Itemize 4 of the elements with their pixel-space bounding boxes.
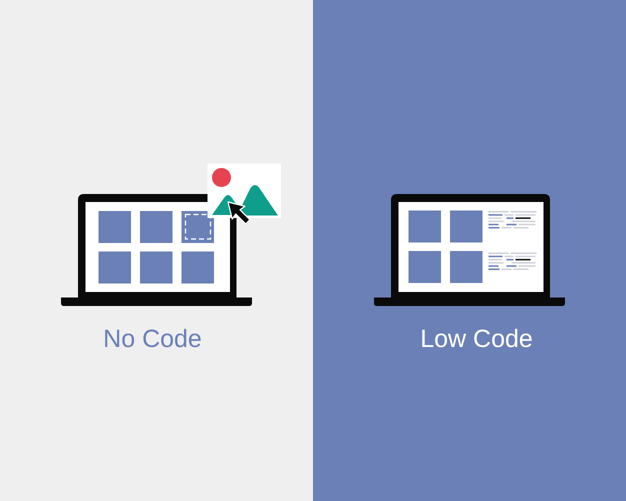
panel-title: Low Code bbox=[420, 326, 533, 352]
panel-title: No Code bbox=[103, 326, 202, 352]
background-panel bbox=[0, 0, 313, 501]
background-panel bbox=[313, 0, 626, 501]
